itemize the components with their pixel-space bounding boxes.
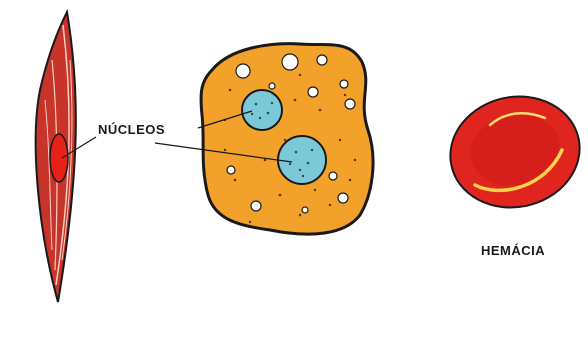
nucleos-label: NÚCLEOS <box>98 122 165 137</box>
nucleus-lower <box>278 136 326 184</box>
vacuole <box>340 80 348 88</box>
spindle-cell <box>36 12 76 302</box>
vacuole <box>338 193 348 203</box>
vacuole <box>308 87 318 97</box>
vacuole <box>317 55 327 65</box>
vacuole <box>227 166 235 174</box>
vacuole <box>269 83 275 89</box>
irregular-cell <box>201 44 373 234</box>
vacuole <box>282 54 298 70</box>
vacuole <box>251 201 261 211</box>
vacuole <box>345 99 355 109</box>
vacuole <box>302 207 308 213</box>
hemacia-cell <box>440 85 588 220</box>
hemacia-label: HEMÁCIA <box>481 243 545 258</box>
nucleus-upper <box>242 90 282 130</box>
spindle-nucleus <box>50 134 68 182</box>
vacuole <box>329 172 337 180</box>
vacuole <box>236 64 250 78</box>
